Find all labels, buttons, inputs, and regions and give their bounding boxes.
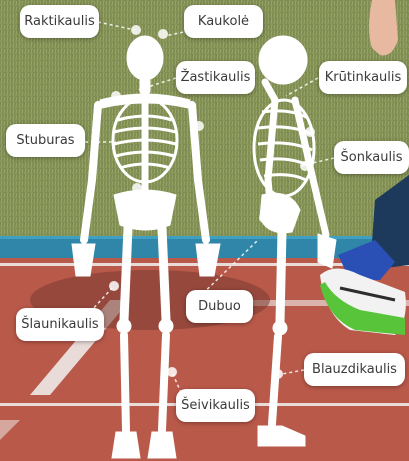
label-kaukole[interactable]: Kaukolė bbox=[184, 5, 263, 38]
label-sonkaulis[interactable]: Šonkaulis bbox=[334, 141, 409, 174]
label-zastikaulis[interactable]: Žastikaulis bbox=[176, 61, 255, 94]
label-seivikaulis[interactable]: Šeivikaulis bbox=[176, 389, 255, 422]
label-slaunikaulis[interactable]: Šlaunikaulis bbox=[16, 308, 104, 341]
label-stuburas[interactable]: Stuburas bbox=[6, 124, 85, 157]
label-blauzdikaulis[interactable]: Blauzdikaulis bbox=[304, 353, 405, 386]
label-raktikaulis[interactable]: Raktikaulis bbox=[20, 5, 99, 38]
hand-image bbox=[369, 0, 398, 55]
label-dubuo[interactable]: Dubuo bbox=[186, 290, 253, 323]
label-krutinkaulis[interactable]: Krūtinkaulis bbox=[319, 61, 407, 94]
